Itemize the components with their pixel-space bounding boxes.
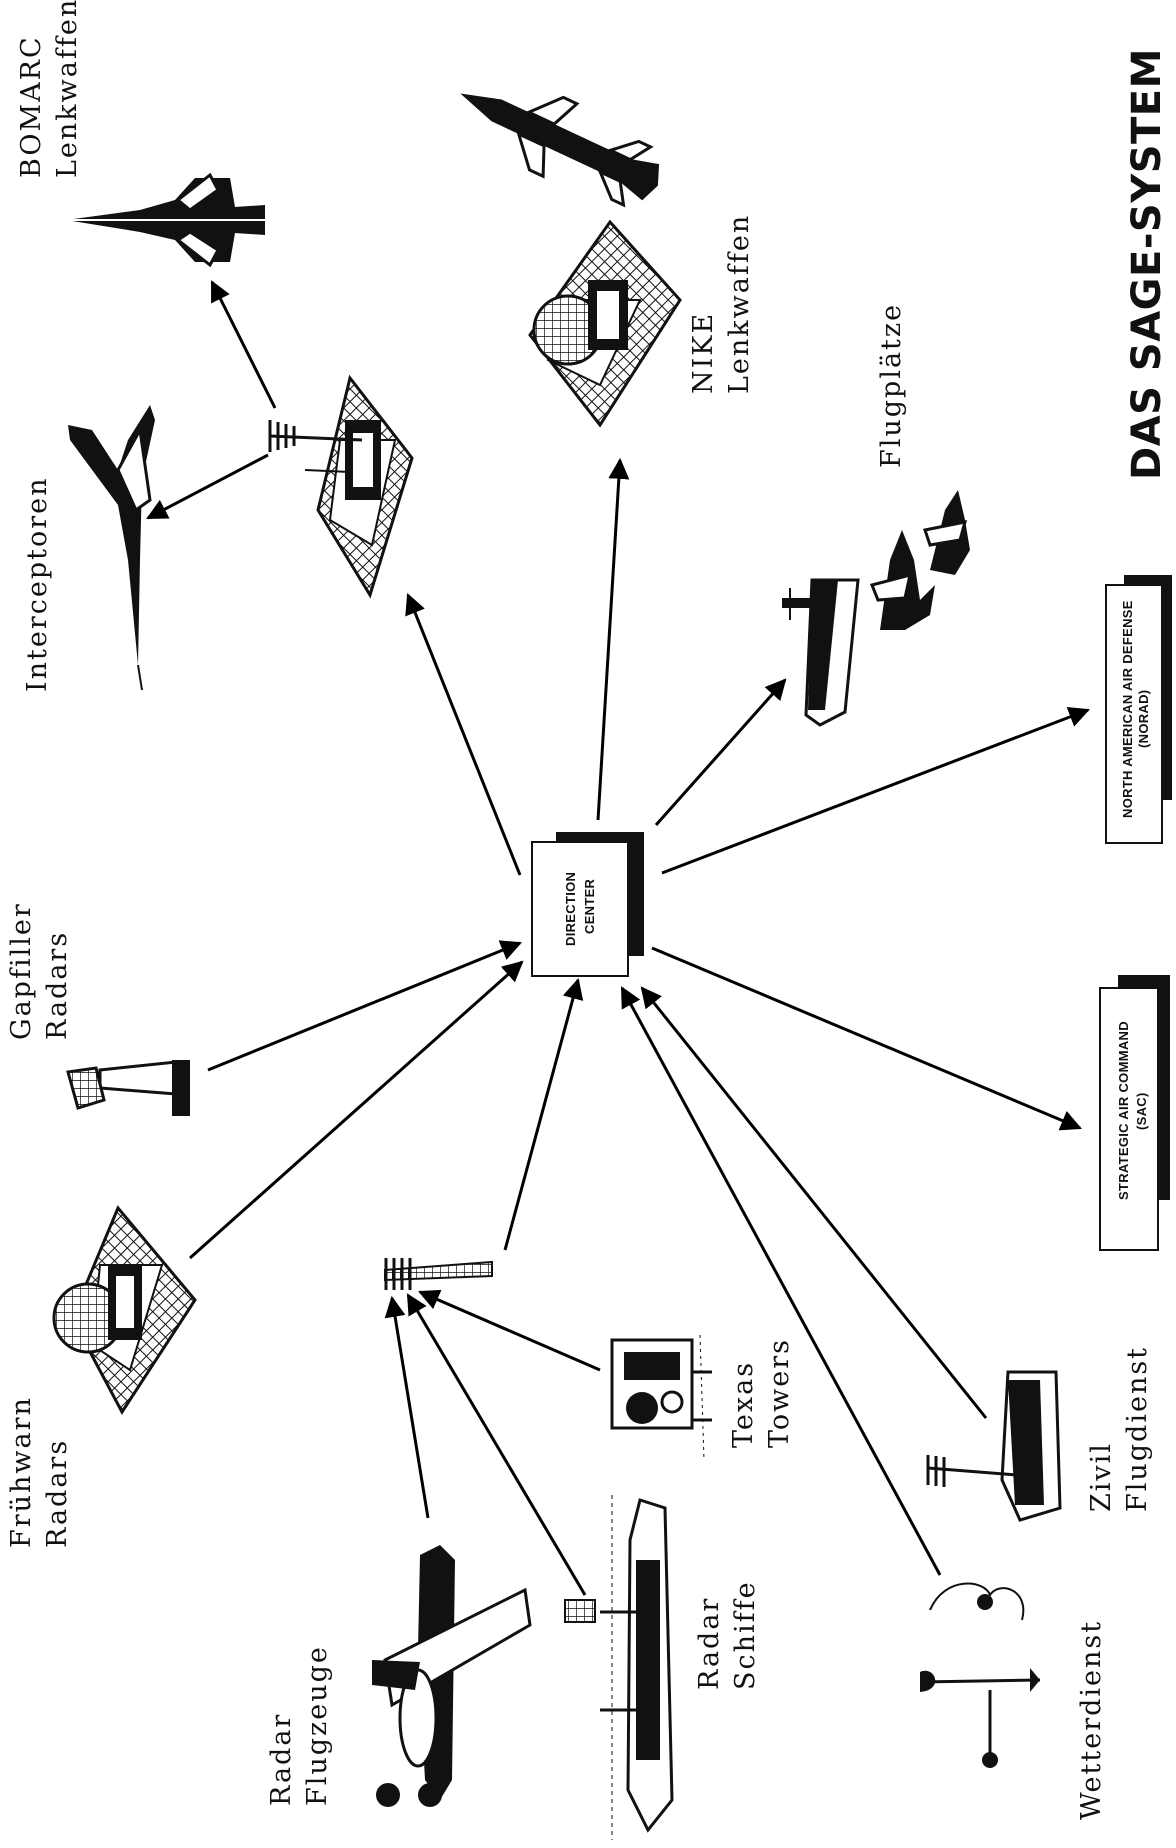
label-wetterdienst-line1: Wetterdienst	[1076, 1620, 1107, 1820]
label-radar-schiffe: Radar Schiffe	[694, 1580, 761, 1690]
label-zivil-line2: Flugdienst	[1122, 1346, 1153, 1512]
label-radar-flugzeuge-line2: Flugzeuge	[302, 1645, 333, 1806]
relay-antenna-icon	[384, 1258, 493, 1290]
label-bomarc: BOMARC Lenkwaffen	[16, 0, 83, 178]
bomarc-missile-icon	[60, 172, 270, 268]
radar-airplane-icon	[372, 1545, 532, 1807]
label-bomarc-line1: BOMARC	[16, 35, 47, 178]
arrow-schiffe-to-relay	[406, 1293, 587, 1596]
gapfiller-radar-icon	[66, 1060, 190, 1116]
texas-tower-icon	[610, 1334, 712, 1461]
label-nike-line2: Lenkwaffen	[724, 214, 755, 394]
arrow-from-gapfiller	[207, 940, 522, 1072]
label-radar-flugzeuge: Radar Flugzeuge	[266, 1645, 333, 1806]
label-fruehwarn: Frühwarn Radars	[6, 1396, 73, 1548]
nike-missile-icon	[460, 93, 660, 208]
label-fruehwarn-line2: Radars	[42, 1439, 73, 1548]
arrow-to-nike	[596, 457, 630, 821]
weather-vane-icon	[919, 1582, 1041, 1768]
arrow-from-relay-antenna	[503, 977, 584, 1251]
zivil-hangar-icon	[926, 1370, 1062, 1522]
interceptor-jet-icon	[68, 405, 155, 691]
arrow-from-zivil	[640, 986, 988, 1419]
label-gapfiller: Gapfiller Radars	[6, 902, 73, 1040]
arrow-interceptor-site-to-bomarc	[210, 280, 277, 409]
label-zivil-flugdienst: Zivil Flugdienst	[1086, 1346, 1153, 1512]
label-nike-line1: NIKE	[688, 312, 719, 394]
label-gapfiller-line1: Gapfiller	[6, 902, 37, 1040]
label-gapfiller-line2: Radars	[42, 931, 73, 1040]
label-radar-flugzeuge-line1: Radar	[266, 1713, 297, 1806]
sac-abbr: (SAC)	[1134, 1092, 1149, 1130]
sac-label: STRATEGIC AIR COMMAND	[1116, 1021, 1131, 1200]
flugplaetze-jet-1-icon	[869, 530, 935, 630]
label-zivil-line1: Zivil	[1086, 1442, 1117, 1512]
arrow-texas-to-relay	[418, 1289, 601, 1372]
label-flugplaetze-line1: Flugplätze	[876, 303, 907, 468]
label-wetterdienst: Wetterdienst	[1076, 1620, 1107, 1820]
arrow-flugzeuge-to-relay	[384, 1295, 430, 1519]
label-nike: NIKE Lenkwaffen	[688, 214, 755, 394]
label-texas-line2: Towers	[764, 1338, 795, 1448]
label-texas-line1: Texas	[728, 1361, 759, 1448]
sac-box: STRATEGIC AIR COMMAND (SAC)	[1099, 975, 1170, 1251]
interceptor-site-icon	[268, 374, 414, 599]
label-bomarc-line2: Lenkwaffen	[52, 0, 83, 178]
direction-center-label-2: CENTER	[582, 878, 597, 934]
arrow-to-interceptor-site	[405, 593, 522, 876]
label-interceptoren: Interceptoren	[22, 476, 53, 692]
arrow-from-wetterdienst	[620, 986, 942, 1576]
label-fruehwarn-line1: Frühwarn	[6, 1396, 37, 1548]
flugplaetze-jet-2-icon	[923, 490, 970, 575]
label-texas-towers: Texas Towers	[728, 1338, 795, 1448]
arrow-to-flugplaetze	[654, 678, 787, 826]
connector-arrows	[146, 280, 1090, 1596]
norad-abbr: (NORAD)	[1136, 690, 1151, 748]
arrow-from-fruehwarn	[189, 960, 524, 1260]
label-flugplaetze: Flugplätze	[876, 303, 907, 468]
fruehwarn-radar-icon	[52, 1205, 197, 1415]
arrow-interceptor-site-to-interceptor	[146, 453, 269, 520]
flugplaetze-carrier-icon	[782, 578, 860, 727]
direction-center-label: DIRECTION	[563, 872, 578, 946]
arrow-to-norad	[661, 706, 1090, 875]
diagram-title: DAS SAGE-SYSTEM	[1124, 48, 1170, 480]
norad-label: NORTH AMERICAN AIR DEFENSE	[1120, 600, 1135, 818]
direction-center-box: DIRECTION CENTER	[531, 832, 644, 977]
label-radar-schiffe-line1: Radar	[694, 1597, 725, 1690]
label-radar-schiffe-line2: Schiffe	[730, 1580, 761, 1690]
norad-box: NORTH AMERICAN AIR DEFENSE (NORAD)	[1105, 575, 1172, 844]
arrow-to-sac	[651, 946, 1082, 1131]
radar-ship-icon	[564, 1495, 674, 1840]
label-interceptoren-line1: Interceptoren	[22, 476, 53, 692]
nike-site-icon	[528, 219, 682, 428]
